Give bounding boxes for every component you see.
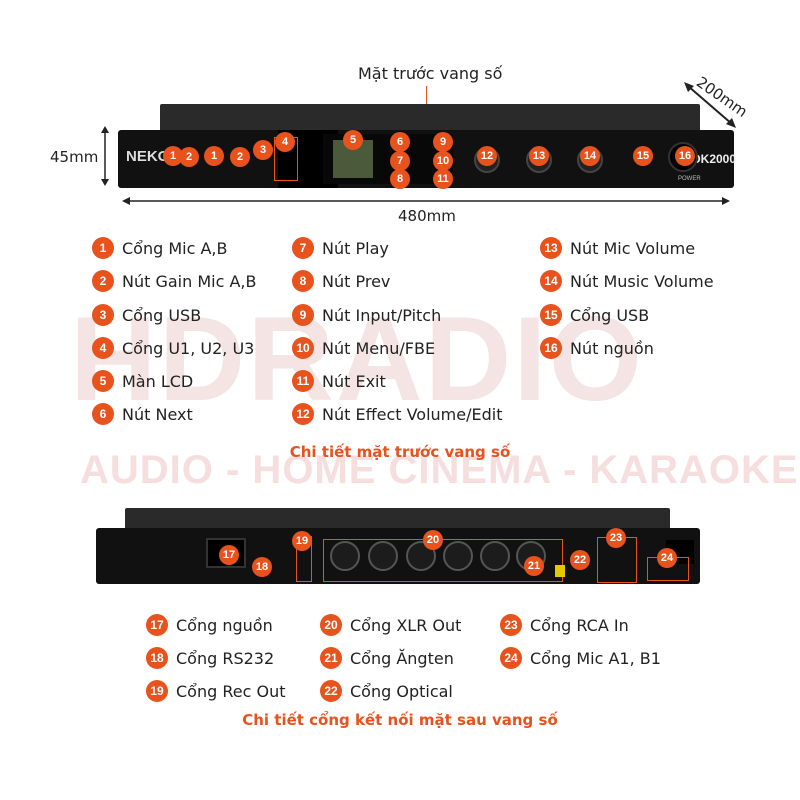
- watermark-tagline: AUDIO - HOME CINEMA - KARAOKE: [80, 448, 799, 492]
- front-title: Mặt trước vang số: [358, 64, 503, 83]
- height-label: 45mm: [50, 148, 99, 166]
- power-label: POWER: [678, 176, 701, 182]
- xlr-highlight: [323, 539, 563, 582]
- antenna-port[interactable]: [555, 565, 565, 577]
- marker-15: 15: [633, 146, 653, 166]
- marker-3: 3: [253, 140, 273, 160]
- marker-9: 9: [433, 132, 453, 152]
- marker-8: 8: [390, 169, 410, 189]
- marker-12: 12: [477, 146, 497, 166]
- marker-11: 11: [433, 169, 453, 189]
- marker-23: 23: [606, 528, 626, 548]
- marker-10: 10: [433, 151, 453, 171]
- marker-20: 20: [423, 530, 443, 550]
- marker-5: 5: [343, 130, 363, 150]
- height-arrow-icon: [101, 126, 109, 186]
- marker-2: 2: [179, 147, 199, 167]
- marker-1: 1: [163, 146, 183, 166]
- marker-7: 7: [390, 151, 410, 171]
- width-label: 480mm: [398, 207, 456, 225]
- xlr-port[interactable]: [443, 541, 473, 571]
- marker-4: 4: [275, 132, 295, 152]
- marker-17: 17: [219, 545, 239, 565]
- depth-arrow-icon: [684, 82, 736, 128]
- back-device-top: [125, 508, 670, 530]
- marker-14: 14: [580, 146, 600, 166]
- marker-2b: 2: [230, 147, 250, 167]
- marker-21: 21: [524, 556, 544, 576]
- neko-logo: NEKO: [126, 148, 170, 165]
- xlr-port[interactable]: [330, 541, 360, 571]
- front-caption: Chi tiết mặt trước vang số: [289, 443, 511, 461]
- marker-22: 22: [570, 550, 590, 570]
- marker-6: 6: [390, 132, 410, 152]
- marker-24: 24: [657, 548, 677, 568]
- back-caption: Chi tiết cổng kết nối mặt sau vang số: [242, 711, 558, 729]
- xlr-port[interactable]: [368, 541, 398, 571]
- front-device-top: [160, 104, 700, 134]
- marker-16: 16: [675, 146, 695, 166]
- xlr-port[interactable]: [480, 541, 510, 571]
- marker-18: 18: [252, 557, 272, 577]
- front-panel: NEKO DK2000 POWER: [118, 130, 737, 188]
- marker-1b: 1: [204, 146, 224, 166]
- width-arrow-icon: [122, 197, 730, 205]
- marker-19: 19: [292, 531, 312, 551]
- model-label: DK2000: [692, 152, 737, 166]
- marker-13: 13: [529, 146, 549, 166]
